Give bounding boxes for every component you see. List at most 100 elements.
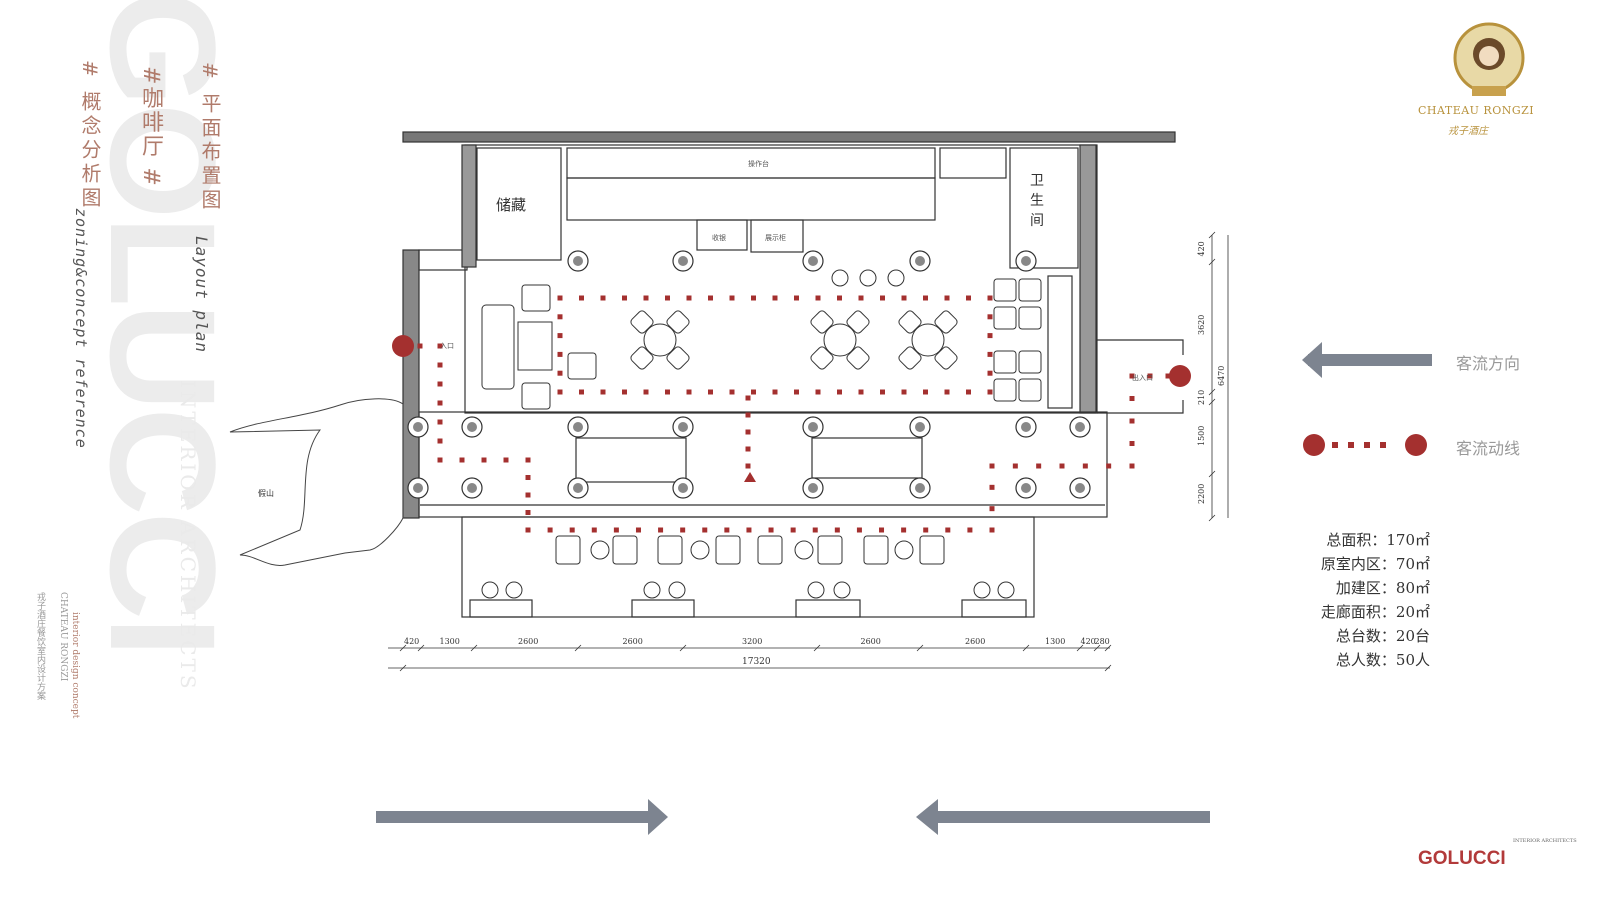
dimension-tick <box>574 644 582 652</box>
dimension-total: 17320 <box>742 657 771 667</box>
stool-icon <box>859 269 877 287</box>
flow-dot <box>989 463 995 469</box>
coffee-table-icon <box>517 321 553 371</box>
flow-dot <box>1082 463 1088 469</box>
flow-dot <box>680 527 686 533</box>
column-icon <box>1015 250 1037 272</box>
armchair-icon <box>919 535 945 565</box>
dimension-tick <box>1208 231 1216 239</box>
flow-dot <box>622 389 627 395</box>
flow-dot <box>525 527 531 533</box>
rockery-outline <box>229 398 404 566</box>
stat-corridor-area: 走廊面积：20㎡ <box>1320 603 1430 621</box>
flow-dot <box>503 457 509 463</box>
label-toilet-2: 生 <box>1030 193 1044 209</box>
lounge-chair-icon <box>521 382 551 410</box>
flow-dot <box>702 527 708 533</box>
project-name-en: CHATEAU RONGZI <box>58 592 68 682</box>
dimension-label: 3620 <box>1197 315 1206 335</box>
stool-icon <box>481 581 499 599</box>
round-table-icon <box>898 310 958 370</box>
dimension-tick <box>1076 644 1084 652</box>
dimension-label: 1500 <box>1197 426 1206 446</box>
subtitle-zoning-concept: zoning&concept reference <box>72 208 90 449</box>
flow-dot <box>745 463 751 469</box>
dimension-tick <box>1208 258 1216 266</box>
side-table-icon <box>690 540 710 560</box>
column-icon <box>567 250 589 272</box>
flow-dot <box>745 412 751 418</box>
armchair-icon <box>555 535 581 565</box>
flow-dot <box>1036 463 1042 469</box>
flow-dot <box>880 295 885 301</box>
flow-dot <box>665 295 670 301</box>
flow-dot <box>987 314 993 320</box>
stool-icon <box>833 581 851 599</box>
flow-dot <box>557 333 563 339</box>
stool-icon <box>887 269 905 287</box>
flow-dot <box>987 370 993 376</box>
column-icon <box>461 477 483 499</box>
flow-dot <box>417 343 423 349</box>
flow-dot <box>772 389 778 395</box>
flow-dot <box>772 295 778 301</box>
flow-dot <box>658 527 664 533</box>
flow-dot <box>437 343 443 349</box>
dimension-tick <box>916 644 924 652</box>
dimension-label: 420 <box>404 637 419 646</box>
flow-dot <box>815 389 821 395</box>
dimension-label: 2600 <box>623 637 643 646</box>
column-icon <box>407 477 429 499</box>
dimension-label: 280 <box>1095 637 1110 646</box>
logo-subtitle: INTERIOR ARCHITECTS <box>1513 838 1577 844</box>
flow-dot <box>557 314 563 320</box>
title-concept-analysis: # 概念分析图 <box>78 60 102 212</box>
flow-dot <box>834 527 840 533</box>
sofa-seat-icon <box>1018 378 1042 402</box>
flow-dot <box>600 295 606 301</box>
flow-dot <box>751 389 756 395</box>
flow-dot <box>989 484 995 490</box>
column-icon <box>802 416 824 438</box>
flow-dot <box>591 527 597 533</box>
side-table-icon <box>794 540 814 560</box>
flow-dot <box>945 527 951 533</box>
dimension-label: 1300 <box>1045 637 1065 646</box>
flow-dot <box>901 389 907 395</box>
flow-dot <box>1147 373 1153 379</box>
area-statistics: 总面积：170㎡ 原室内区：70㎡ 加建区：80㎡ 走廊面积：20㎡ 总台数：2… <box>1270 528 1430 672</box>
label-storage: 储藏 <box>496 196 526 214</box>
plan-walls <box>402 131 1184 618</box>
legend-flow-icon <box>1303 434 1427 456</box>
flow-dot <box>815 295 821 301</box>
sofa-icon <box>481 304 515 390</box>
subtitle-layout-plan: Layout plan <box>192 236 211 353</box>
column-icon <box>672 416 694 438</box>
dimension-tick <box>1104 644 1112 652</box>
flow-dot <box>557 295 563 301</box>
stool-icon <box>807 581 825 599</box>
flow-dot <box>724 527 730 533</box>
dimension-tick <box>417 644 425 652</box>
flow-dot <box>745 446 751 452</box>
flow-dot <box>1129 463 1135 469</box>
flow-dot <box>790 527 796 533</box>
golucci-logo: GOLUCCI <box>1418 848 1506 869</box>
label-counter: 操作台 <box>748 159 769 168</box>
dimension-label-total: 6470 <box>1217 366 1226 386</box>
dimension-label: 2200 <box>1197 484 1206 504</box>
dimension-tick <box>1208 514 1216 522</box>
label-rockery: 假山 <box>258 488 274 498</box>
flow-dot <box>794 389 799 395</box>
sofa-seat-icon <box>993 278 1017 302</box>
dimension-tick <box>399 644 407 652</box>
flow-dot <box>579 389 584 395</box>
round-table-icon <box>810 310 870 370</box>
column-icon <box>1015 416 1037 438</box>
interior-architects-watermark: INTERIOR ARCHITECTS <box>176 380 200 692</box>
flow-dot <box>880 389 885 395</box>
flow-dot <box>989 506 995 512</box>
flow-dot <box>600 389 606 395</box>
